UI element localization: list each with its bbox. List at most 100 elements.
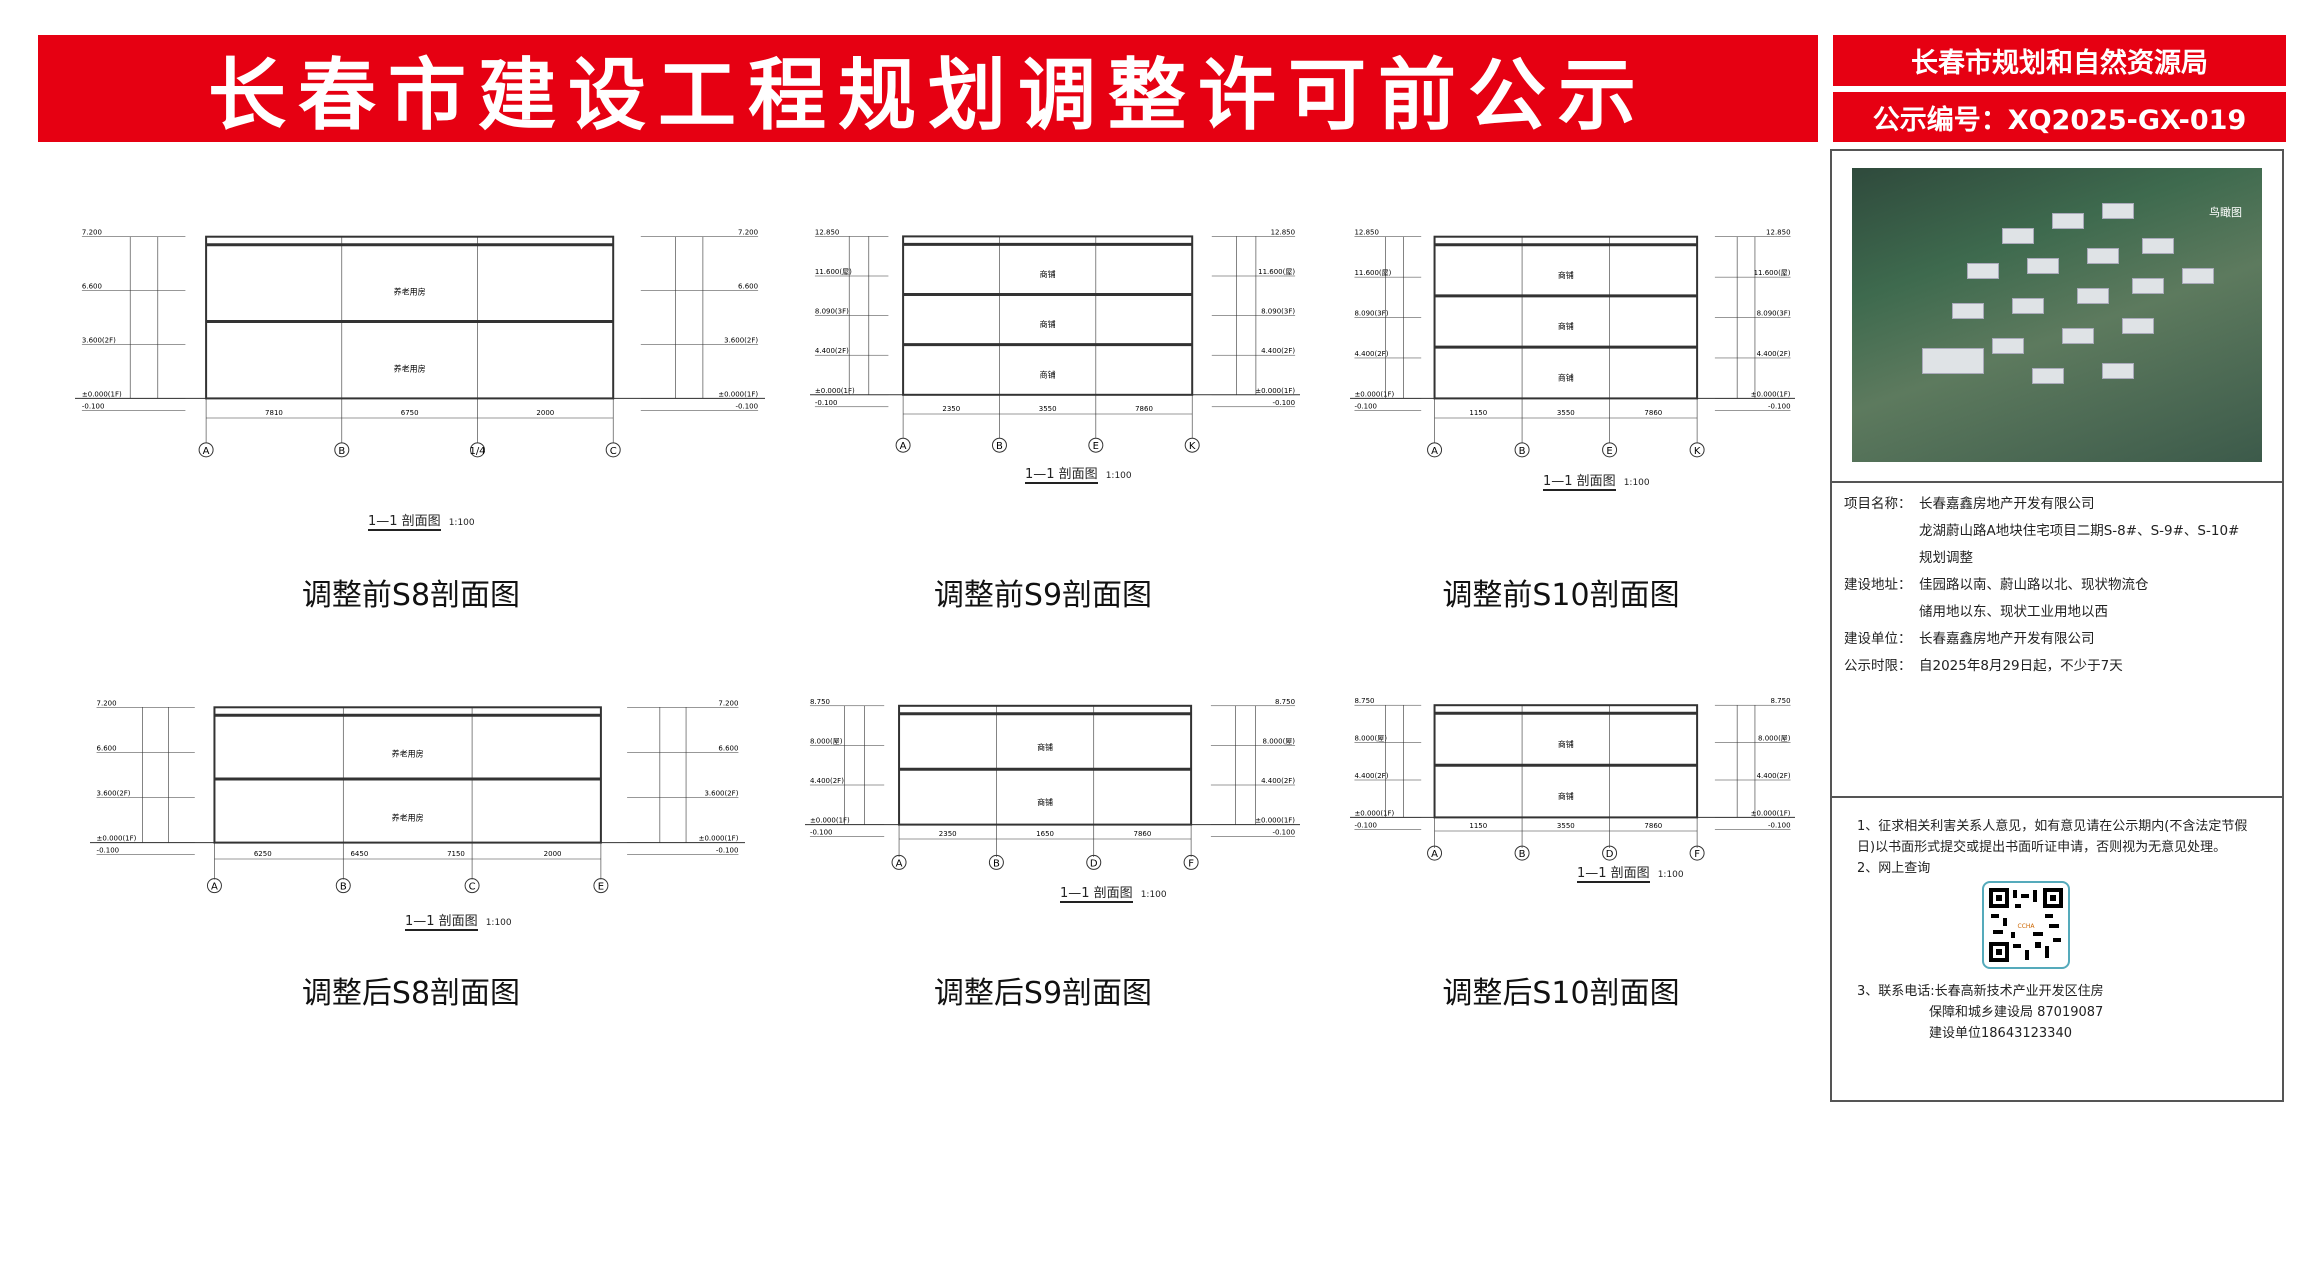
elevation-label: ±0.000(1F) <box>97 835 137 843</box>
axis-bubble <box>334 442 350 458</box>
dimension-label: 2000 <box>536 409 554 417</box>
elevation-label: 3.600(2F) <box>724 337 758 345</box>
caption-s10-before: 调整前S10剖面图 <box>1442 578 1680 613</box>
notes: 1、征求相关利害关系人意见，如有意见请在公示期内(不含法定节假日)以书面形式提交… <box>1857 816 2257 879</box>
axis-bubble <box>891 854 907 870</box>
axis-label: A <box>900 441 907 452</box>
elevation-label: ±0.000(1F) <box>699 835 739 843</box>
elevation-label: 4.400(2F) <box>815 347 849 355</box>
axis-bubble <box>470 442 485 458</box>
elevation-label: ±0.000(1F) <box>1354 809 1394 817</box>
project-info-panel: 鸟瞰图 项目名称：长春嘉鑫房地产开发有限公司 龙湖蔚山路A地块住宅项目二期S-8… <box>1830 149 2284 1102</box>
axis-bubble <box>198 442 214 458</box>
qr-logo-text: CCHA <box>2018 923 2036 930</box>
qr-code[interactable]: CCHA <box>1982 881 2070 969</box>
dimension-label: 2350 <box>939 830 957 838</box>
notice-number: 公示编号：XQ2025-GX-019 <box>1833 92 2286 142</box>
elevation-label: -0.100 <box>97 847 120 855</box>
subcaption-title: 1—1 剖面图 <box>1543 470 1616 491</box>
elevation-label: ±0.000(1F) <box>1354 390 1394 398</box>
axis-bubble <box>991 437 1007 453</box>
elevation-label: 12.850 <box>815 228 840 236</box>
elevation-label: -0.100 <box>1273 399 1296 407</box>
axis-bubble <box>1427 442 1443 458</box>
subcaption-title: 1—1 剖面图 <box>1577 862 1650 883</box>
elevation-label: 11.600(屋) <box>815 268 852 276</box>
dimension-label: 7860 <box>1644 409 1662 417</box>
elevation-label: -0.100 <box>1354 402 1377 410</box>
elevation-label: -0.100 <box>736 402 759 410</box>
axis-bubble <box>464 878 480 894</box>
elevation-label: ±0.000(1F) <box>1751 809 1791 817</box>
axis-label: K <box>1189 441 1196 452</box>
elevation-label: ±0.000(1F) <box>1255 387 1295 395</box>
dimension-label: 3550 <box>1557 822 1575 830</box>
dimension-label: 3550 <box>1557 409 1575 417</box>
subcaption-title: 1—1 剖面图 <box>368 510 441 531</box>
axis-bubble <box>895 437 911 453</box>
axis-label: B <box>1519 446 1526 457</box>
elevation-label: 8.000(屋) <box>1263 737 1296 745</box>
axis-bubble <box>1602 442 1618 458</box>
elevation-label: 6.600 <box>82 283 102 291</box>
contact-line3: 建设单位18643123340 <box>1929 1026 2072 1041</box>
elevation-label: ±0.000(1F) <box>810 817 850 825</box>
axis-label: A <box>211 882 218 893</box>
dimension-label: 7810 <box>265 409 283 417</box>
dimension-label: 1150 <box>1469 409 1487 417</box>
axis-label: A <box>896 858 903 869</box>
room-label: 养老用房 <box>392 749 424 759</box>
dimension-label: 6450 <box>350 850 368 858</box>
axis-label: B <box>996 441 1003 452</box>
project-name-line3: 规划调整 <box>1919 550 1973 566</box>
elevation-label: -0.100 <box>1768 821 1791 829</box>
elevation-label: ±0.000(1F) <box>1255 817 1295 825</box>
axis-label: A <box>1431 446 1438 457</box>
contact-line1: 3、联系电话:长春高新技术产业开发区住房 <box>1857 984 2104 999</box>
dimension-label: 6750 <box>401 409 419 417</box>
elevation-label: 6.600 <box>738 283 758 291</box>
axis-bubble <box>593 878 609 894</box>
elevation-label: 3.600(2F) <box>97 790 131 798</box>
axis-label: C <box>610 446 617 457</box>
axis-label: A <box>1431 849 1438 860</box>
elevation-label: 4.400(2F) <box>1757 772 1791 780</box>
dimension-label: 1650 <box>1036 830 1054 838</box>
axis-label: B <box>993 858 1000 869</box>
elevation-label: 8.750 <box>1354 697 1374 705</box>
elevation-label: 4.400(2F) <box>810 777 844 785</box>
contact-line2: 保障和城乡建设局 87019087 <box>1929 1005 2104 1020</box>
elevation-label: 11.600(屋) <box>1354 269 1391 277</box>
axis-label: E <box>1093 441 1099 452</box>
elevation-label: ±0.000(1F) <box>718 390 758 398</box>
axis-bubble <box>335 878 351 894</box>
axis-bubble <box>605 442 621 458</box>
room-label: 商铺 <box>1558 791 1574 801</box>
aerial-label: 鸟瞰图 <box>2209 206 2242 219</box>
elevation-label: 8.090(3F) <box>815 308 849 316</box>
axis-label: C <box>469 882 476 893</box>
elevation-label: -0.100 <box>716 847 739 855</box>
label-address: 建设地址： <box>1844 577 1912 593</box>
dimension-label: 6250 <box>254 850 272 858</box>
project-name-line2: 龙湖蔚山路A地块住宅项目二期S-8#、S-9#、S-10# <box>1919 523 2240 539</box>
axis-label: 1/4 <box>469 446 485 457</box>
caption-s8-after: 调整后S8剖面图 <box>301 976 521 1011</box>
axis-label: B <box>340 882 347 893</box>
elevation-label: 8.750 <box>810 698 830 706</box>
elevation-label: 4.400(2F) <box>1354 350 1388 358</box>
axis-label: D <box>1606 849 1614 860</box>
elevation-label: 8.000(屋) <box>1758 735 1791 743</box>
dimension-label: 7150 <box>447 850 465 858</box>
axis-bubble <box>1183 854 1199 870</box>
axis-bubble <box>988 854 1004 870</box>
authority-name: 长春市规划和自然资源局 <box>1833 35 2286 86</box>
axis-bubble <box>1602 845 1618 861</box>
label-period: 公示时限： <box>1844 658 1912 674</box>
